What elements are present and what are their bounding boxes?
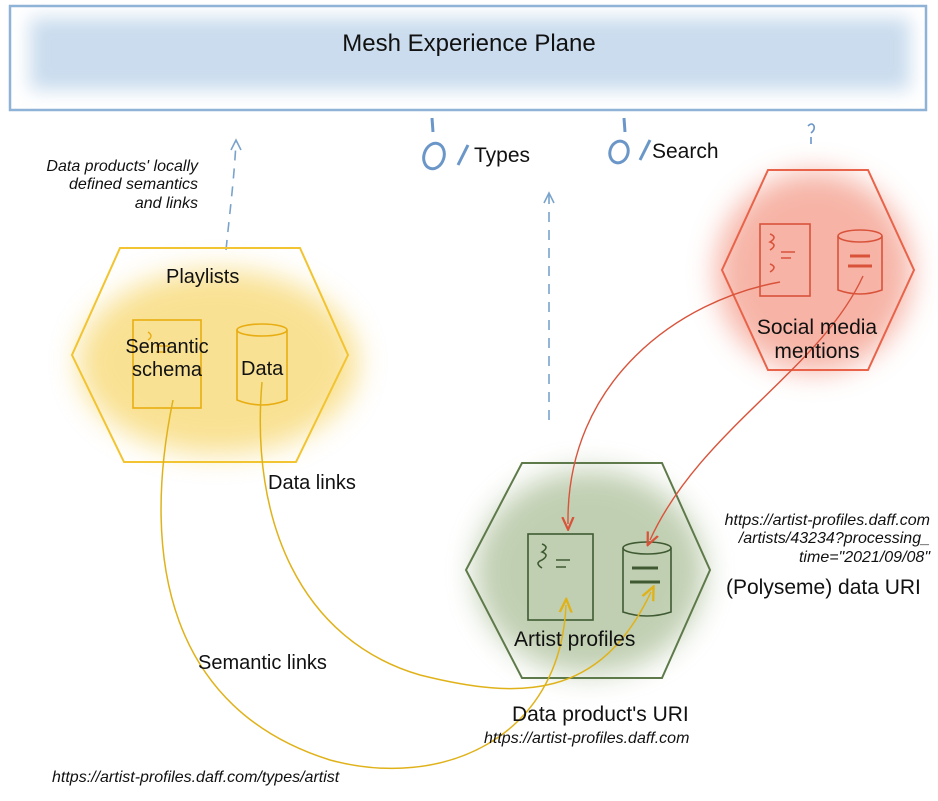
polyseme-uri-label: (Polyseme) data URI [726, 576, 921, 599]
social-title: Social media mentions [750, 316, 884, 364]
semantic-links-label: Semantic links [198, 652, 327, 674]
social-to-artist-links [568, 275, 864, 540]
search-api-icon [608, 117, 652, 165]
semantics-note-line: defined semantics [69, 176, 198, 194]
plane-hook-icon [807, 123, 815, 144]
data-link-curve [259, 381, 651, 690]
search-api-label: Search [652, 140, 719, 163]
upward-arrowheads [230, 138, 555, 204]
semantic-schema-line: Semantic [125, 336, 209, 358]
polyseme-uri-url: https://artist-profiles.daff.com /artist… [690, 512, 930, 567]
artist-hexagon [464, 462, 712, 679]
playlists-title: Playlists [166, 266, 240, 288]
playlists-hexagon [70, 247, 350, 463]
social-data-icon [837, 229, 883, 295]
semantics-note-line: and links [134, 194, 198, 212]
semantic-schema-line: schema [131, 359, 203, 381]
data-links-label: Data links [268, 472, 356, 494]
social-title-line: Social media [756, 316, 878, 339]
social-data-link [650, 275, 864, 540]
artist-schema-icon [527, 533, 594, 621]
upward-dashed-links [225, 141, 550, 420]
polyseme-url-line: /artists/43234?processing_ [738, 530, 930, 548]
plane-frame [8, 4, 928, 112]
artist-title: Artist profiles [514, 628, 636, 651]
social-schema-icon [759, 223, 811, 297]
product-uri-url: https://artist-profiles.daff.com [484, 730, 690, 747]
polyseme-url-line: time="2021/09/08" [798, 548, 930, 566]
experience-plane [8, 4, 928, 112]
polyseme-url-line: https://artist-profiles.daff.com [724, 512, 930, 529]
semantics-note: Data products' locally defined semantics… [10, 158, 198, 213]
plane-wash [30, 18, 910, 90]
playlist-to-artist-links [160, 381, 651, 770]
semantic-schema-scribble [147, 331, 170, 353]
artist-data-icon [622, 541, 672, 617]
type-uri-url: https://artist-profiles.daff.com/types/a… [52, 769, 340, 786]
semantic-schema-icon [132, 319, 202, 409]
semantic-schema-label: Semantic schema [112, 336, 222, 382]
social-title-line: mentions [774, 340, 860, 364]
plane-title: Mesh Experience Plane [342, 30, 596, 57]
types-api-label: Types [474, 144, 531, 167]
semantic-link-curve [160, 399, 566, 770]
social-wash [716, 172, 912, 372]
semantics-note-line: Data products' locally [46, 158, 198, 175]
playlists-data-icon [236, 323, 288, 406]
playlists-data-label: Data [241, 358, 284, 380]
types-api-icon [422, 117, 470, 171]
playlists-up-link [225, 141, 237, 251]
artist-wash [475, 470, 705, 674]
product-uri-label: Data product's URI [512, 703, 689, 726]
social-schema-link [568, 281, 781, 524]
playlists-product [70, 247, 358, 463]
social-hexagon [720, 169, 916, 371]
artist-product [464, 462, 712, 679]
social-product [716, 169, 916, 372]
